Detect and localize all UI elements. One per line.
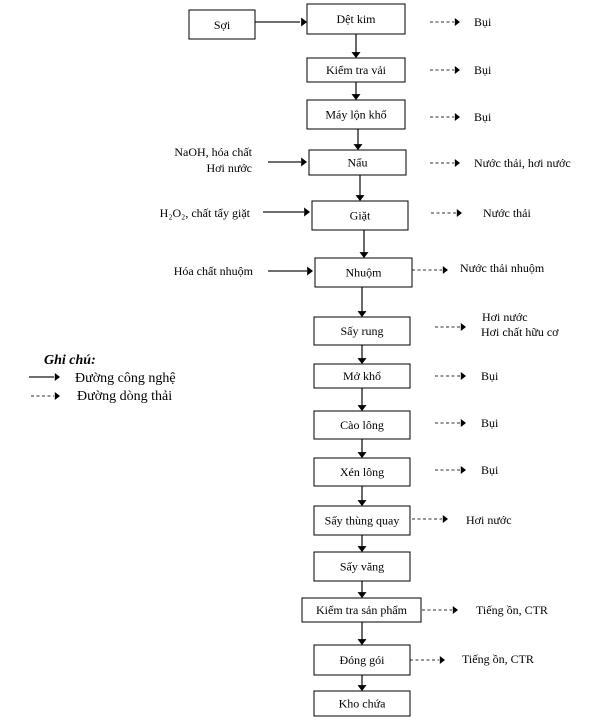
process-step-box [313,690,411,717]
waste-arrowhead-icon [452,606,458,614]
process-step-box [313,410,411,440]
waste-arrowhead-icon [460,323,466,331]
legend-solid-label: Đường công nghệ [75,371,176,386]
input-arrowhead-icon [304,207,310,217]
waste-label: Hơi nước [482,310,528,324]
waste-arrowhead-icon [460,372,466,380]
waste-arrowhead-icon [442,266,448,274]
flow-arrowhead-icon [357,452,367,458]
waste-label: Bụi [481,463,499,477]
process-step-label: Dệt kim [337,12,377,26]
flow-arrowhead-icon [357,685,367,691]
waste-arrowhead-icon [460,466,466,474]
process-step-label: Máy lộn khổ [325,108,386,122]
input-arrowhead-icon [307,266,313,276]
chemical-input-label: H₂O₂, chất tẩy giặt [160,206,251,220]
legend-dashed-label: Đường dòng thải [77,389,172,404]
process-step-box [313,363,411,389]
process-step-box [313,457,411,487]
flow-arrowhead-icon [355,195,365,201]
waste-arrowhead-icon [454,159,460,167]
waste-label: Bụi [474,15,492,29]
process-step-label: Xén lông [340,465,384,479]
flow-arrowhead-icon [359,252,369,258]
legend-solid-arrowhead-icon [54,373,60,381]
process-step-label: Sấy rung [341,324,384,338]
flow-arrowhead-icon [353,144,363,150]
legend-dashed-arrowhead-icon [54,392,60,400]
flow-arrowhead-icon [357,639,367,645]
waste-label: Bụi [481,416,499,430]
process-step-label: Cào lông [340,418,384,432]
waste-label: Nước thải [483,206,532,220]
input-arrowhead-icon [301,157,307,167]
flow-arrowhead-icon [351,94,361,100]
waste-label: Nước thải, hơi nước [474,156,571,170]
waste-arrowhead-icon [439,656,445,664]
process-step-box [306,99,406,130]
waste-arrowhead-icon [454,113,460,121]
process-step-box [301,597,422,623]
input-arrowhead-icon [301,17,307,27]
waste-label: Tiếng ồn, CTR [462,652,534,666]
legend-title: Ghi chú: [44,353,96,368]
waste-label: Nước thải nhuộm [460,261,545,275]
process-step-label: Sấy thùng quay [325,514,400,528]
process-step-box [306,3,406,35]
waste-label: Bụi [481,369,499,383]
process-step-label: Kho chứa [339,697,386,711]
waste-arrowhead-icon [454,66,460,74]
process-step-box [308,149,407,176]
flow-arrowhead-icon [357,546,367,552]
process-step-label: Nhuộm [346,266,383,280]
process-step-box [313,316,411,346]
process-step-label: Kiểm tra sản phẩm [316,603,408,617]
process-step-box [313,551,411,582]
waste-label: Bụi [474,110,492,124]
waste-arrowhead-icon [460,419,466,427]
flow-arrowhead-icon [357,311,367,317]
process-step-box [314,257,413,288]
waste-label: Hơi chất hữu cơ [481,325,559,339]
process-step-box [313,644,411,676]
process-step-box [306,57,406,83]
chemical-input-label: Hơi nước [206,161,252,175]
waste-label: Bụi [474,63,492,77]
waste-arrowhead-icon [454,18,460,26]
input-material-box [188,9,256,40]
process-step-label: Kiểm tra vải [326,63,387,77]
flow-arrowhead-icon [357,405,367,411]
process-step-box [313,505,411,536]
process-step-box [311,200,409,231]
process-step-label: Nấu [348,156,368,170]
waste-arrowhead-icon [442,515,448,523]
flow-arrowhead-icon [357,500,367,506]
process-step-label: Sấy văng [340,560,384,574]
process-step-label: Giặt [350,209,371,223]
waste-arrowhead-icon [456,209,462,217]
input-material-label: Sợi [214,18,231,32]
process-step-label: Mở khổ [343,369,381,383]
flow-arrowhead-icon [357,358,367,364]
process-step-label: Đóng gói [340,653,386,667]
chemical-input-label: Hóa chất nhuộm [174,264,254,278]
waste-label: Hơi nước [466,513,512,527]
flow-arrowhead-icon [357,592,367,598]
connectors [255,17,466,691]
flow-arrowhead-icon [351,52,361,58]
waste-label: Tiếng ồn, CTR [476,603,548,617]
chemical-input-label: NaOH, hóa chất [174,145,252,159]
